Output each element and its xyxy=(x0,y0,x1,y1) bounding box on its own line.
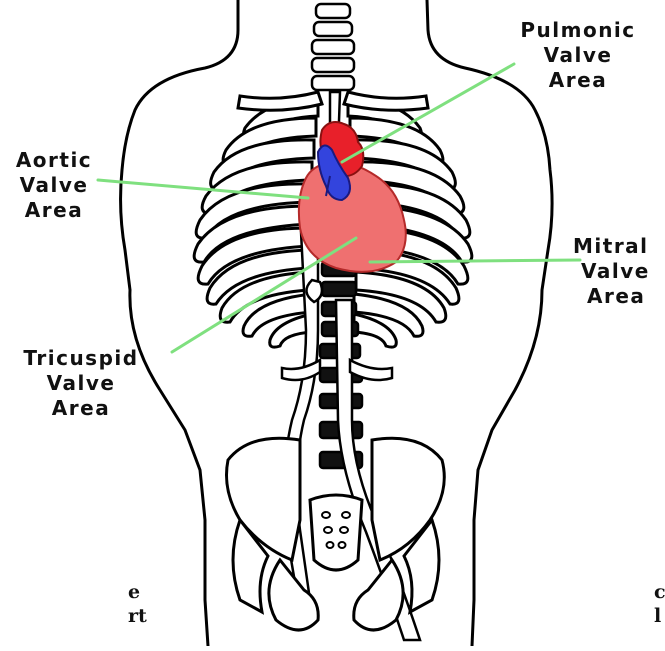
mitral-leader-line xyxy=(370,260,580,262)
mitral-valve-label: Mitral Valve Area xyxy=(573,234,665,309)
tricuspid-valve-label: Tricuspid Valve Area xyxy=(6,346,156,421)
aortic-valve-label: Aortic Valve Area xyxy=(4,148,104,223)
cropped-text-left: e rt xyxy=(128,580,147,628)
pulmonic-valve-label: Pulmonic Valve Area xyxy=(508,18,648,93)
cropped-text-right: c l xyxy=(654,580,665,628)
